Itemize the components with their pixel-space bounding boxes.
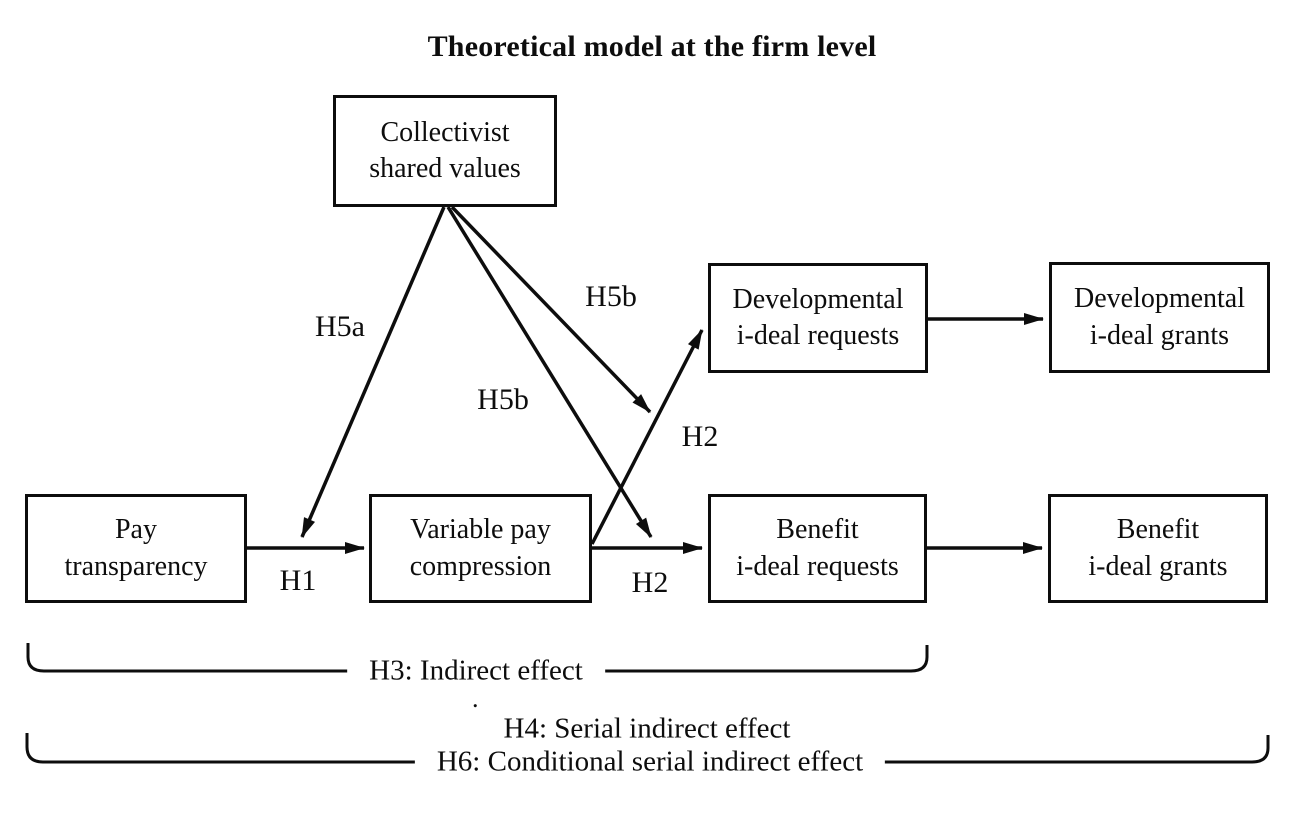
- node-label: Developmental i-deal grants: [1073, 283, 1246, 351]
- label-h6-conditional-serial-indirect-effect: H6: Conditional serial indirect effect: [414, 745, 886, 779]
- node-benefit-ideal-requests: Benefit i-deal requests: [708, 494, 927, 603]
- label-h3-indirect-effect: H3: Indirect effect: [347, 654, 605, 688]
- node-label: Variable pay compression: [409, 514, 552, 582]
- arrow-h5b-collectivist-to-h2-benefit-path: [446, 206, 653, 538]
- node-label: Pay transparency: [64, 514, 208, 582]
- arrow-h5a-collectivist-to-h1-path: [300, 206, 446, 538]
- label-h5b-upper: H5b: [585, 280, 637, 313]
- figure-title: Theoretical model at the firm level: [427, 30, 877, 63]
- label-h5b-lower: H5b: [477, 383, 529, 416]
- label-h1: H1: [279, 564, 317, 597]
- node-label: Developmental i-deal requests: [732, 283, 904, 351]
- label-h2-benefit: H2: [631, 566, 669, 599]
- node-label: Collectivist shared values: [369, 116, 521, 184]
- arrow-h2-varpay-to-dev-requests: [590, 329, 704, 545]
- node-label: Benefit i-deal requests: [736, 514, 899, 582]
- node-benefit-ideal-grants: Benefit i-deal grants: [1048, 494, 1268, 603]
- stray-period-mark: .: [472, 684, 479, 713]
- node-pay-transparency: Pay transparency: [25, 494, 247, 603]
- node-collectivist-shared-values: Collectivist shared values: [333, 95, 557, 207]
- label-h5a: H5a: [315, 310, 365, 343]
- node-developmental-ideal-requests: Developmental i-deal requests: [708, 263, 928, 373]
- label-h4-serial-indirect-effect: H4: Serial indirect effect: [503, 712, 791, 745]
- node-label: Benefit i-deal grants: [1088, 514, 1228, 582]
- node-developmental-ideal-grants: Developmental i-deal grants: [1049, 262, 1270, 373]
- label-h2-developmental: H2: [681, 420, 719, 453]
- arrow-h5b-collectivist-to-h2-dev-path: [450, 205, 652, 414]
- node-variable-pay-compression: Variable pay compression: [369, 494, 592, 603]
